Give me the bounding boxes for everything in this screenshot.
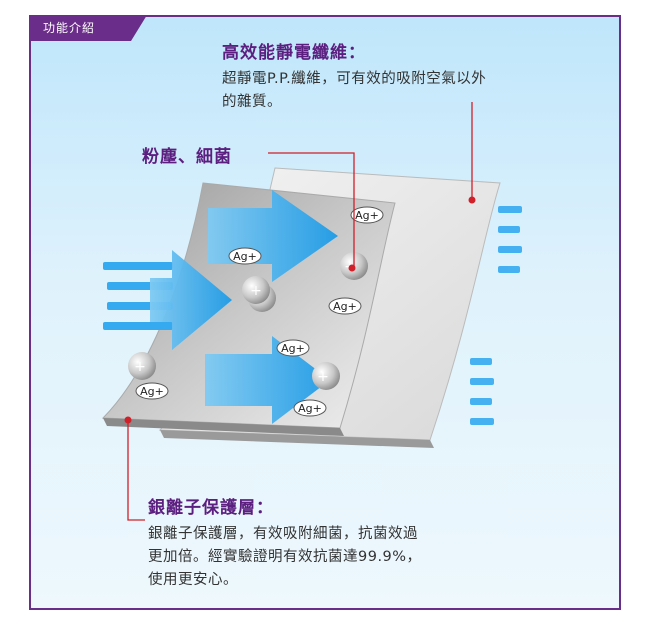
silver-ion-line-1: 銀離子保護層，有效吸附細菌，抗菌效過 <box>148 526 418 542</box>
svg-text:+: + <box>250 283 262 299</box>
leader-dots <box>124 196 476 424</box>
silver-ion-title: 銀離子保護層： <box>148 498 274 518</box>
silver-ion-line-2: 更加倍。經實驗證明有效抗菌達99.9%， <box>148 549 422 565</box>
leader-silver <box>127 420 145 521</box>
airflow-arrow-middle <box>150 250 232 350</box>
outflow-stripes-right <box>470 206 522 425</box>
leader-dust <box>268 152 355 268</box>
section-tag: 功能介紹 <box>29 15 147 41</box>
ag-ion-1: Ag+ <box>355 209 379 222</box>
static-fiber-description: 超靜電P.P.纖維，可有效的吸附空氣以外 的雜質。 <box>222 68 486 114</box>
ag-ion-4: Ag+ <box>281 342 305 355</box>
ag-ion-3: Ag+ <box>333 300 357 313</box>
ag-ion-labels: Ag+ Ag+ Ag+ Ag+ Ag+ Ag+ <box>135 206 384 417</box>
ag-ion-5: Ag+ <box>140 385 164 398</box>
tag-background <box>29 15 147 41</box>
silver-ion-line-3: 使用更安心。 <box>148 572 238 588</box>
inflow-stripes <box>103 262 173 330</box>
svg-text:+: + <box>134 359 146 375</box>
tag-label: 功能介紹 <box>43 21 96 35</box>
ag-ion-6: Ag+ <box>298 402 322 415</box>
svg-text:+: + <box>317 369 329 385</box>
silver-ion-description: 銀離子保護層，有效吸附細菌，抗菌效過 更加倍。經實驗證明有效抗菌達99.9%， … <box>148 523 422 592</box>
static-fiber-line-2: 的雜質。 <box>222 94 282 110</box>
static-fiber-line-1: 超靜電P.P.纖維，可有效的吸附空氣以外 <box>222 71 487 87</box>
static-fiber-title: 高效能靜電纖維： <box>222 43 366 63</box>
leader-lines <box>127 102 473 521</box>
dust-bacteria-title: 粉塵、細菌 <box>142 147 232 167</box>
ag-ion-2: Ag+ <box>233 250 257 263</box>
